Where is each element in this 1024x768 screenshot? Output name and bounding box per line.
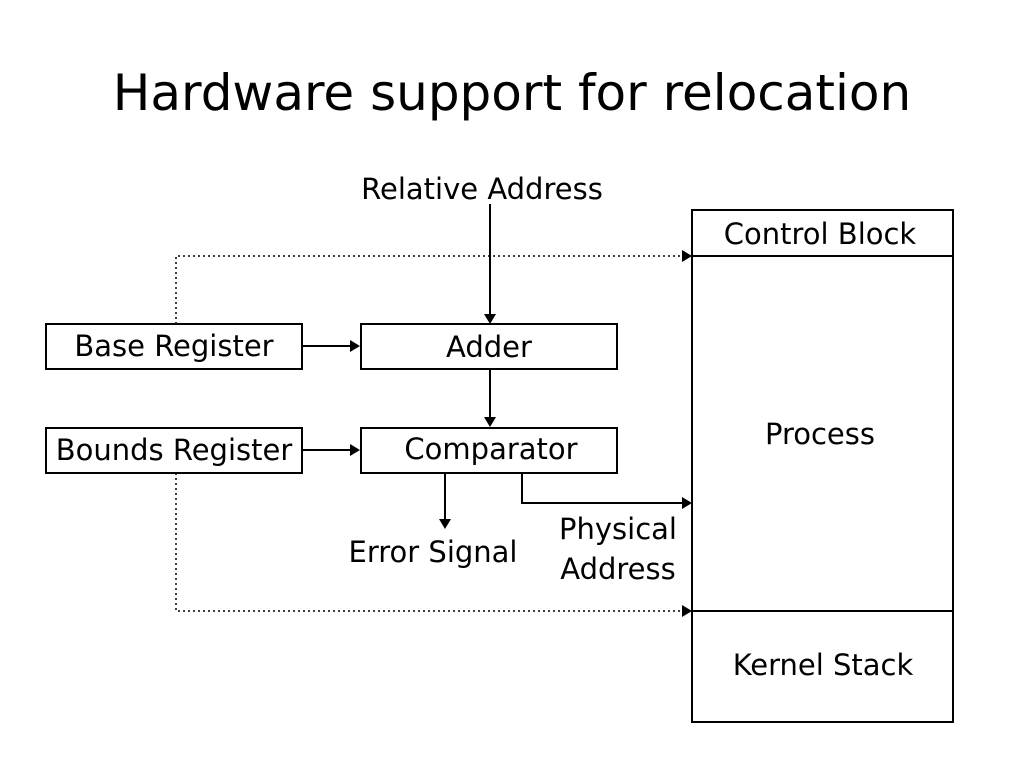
control-block-label: Control Block (724, 217, 917, 251)
physical-address-line (521, 473, 684, 504)
bounds-to-comparator-arrowhead (350, 444, 360, 456)
error-signal-label: Error Signal (349, 535, 518, 569)
comparator-label: Comparator (404, 432, 577, 466)
physical-address-label-line2: Address (560, 552, 676, 586)
error-signal-arrowhead (439, 519, 451, 529)
base-register-box (45, 323, 303, 370)
relative-address-label: Relative Address (361, 172, 603, 206)
bounds-register-label: Bounds Register (56, 433, 293, 467)
process-label: Process (765, 417, 875, 451)
slide-title: Hardware support for relocation (112, 64, 912, 122)
process-image-box (691, 209, 954, 723)
kernel-stack-label: Kernel Stack (733, 648, 914, 682)
base-to-adder-arrowhead (350, 340, 360, 352)
physical-address-arrowhead (682, 497, 692, 509)
relative-address-arrowhead (484, 314, 496, 324)
adder-label: Adder (446, 330, 532, 364)
comparator-box (360, 427, 618, 474)
base-to-process-start-dotted-line (175, 255, 684, 324)
bounds-to-process-end-dotted-line (175, 473, 684, 612)
bounds-to-process-end-arrowhead (682, 605, 692, 617)
base-to-process-start-arrowhead (682, 250, 692, 262)
adder-to-comparator-arrowhead (484, 417, 496, 427)
physical-address-label-line1: Physical (559, 512, 677, 546)
base-register-label: Base Register (74, 329, 273, 363)
